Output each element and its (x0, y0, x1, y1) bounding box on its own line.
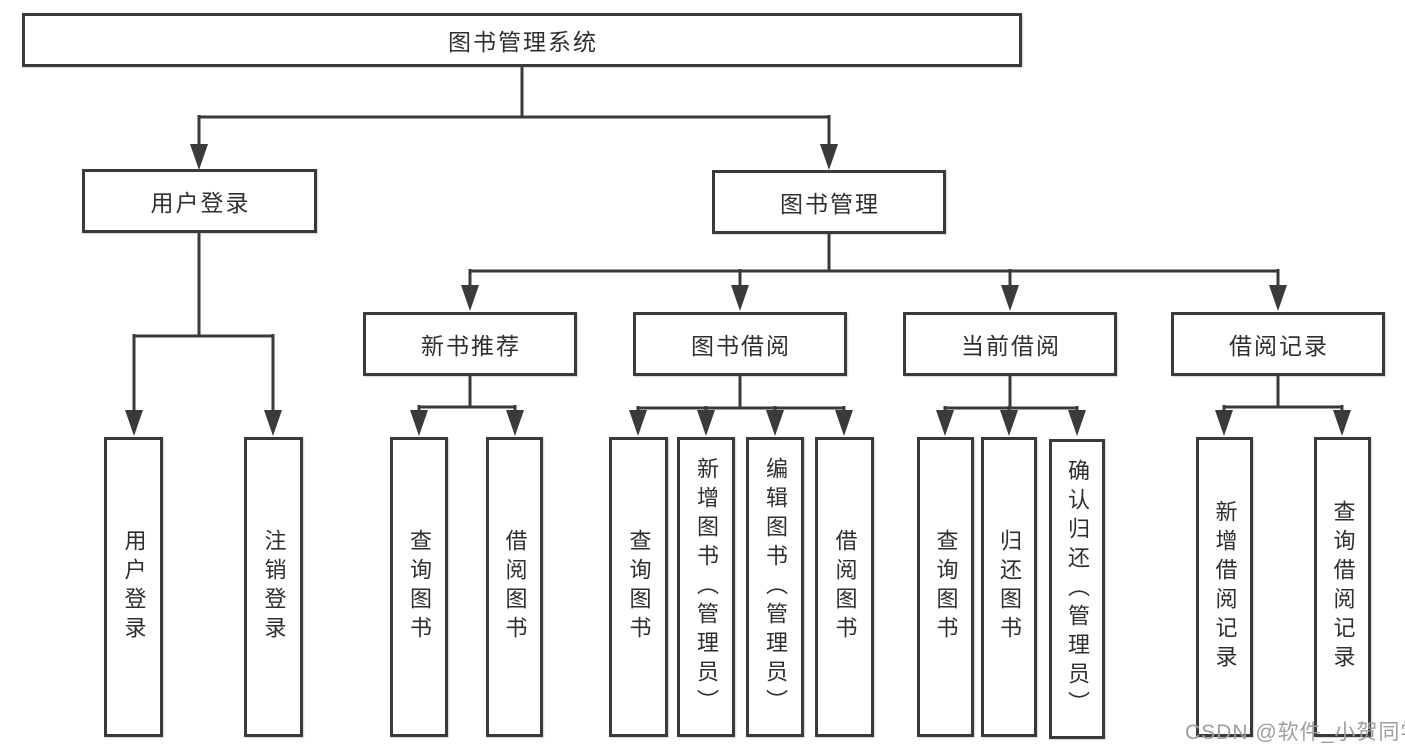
node-book-management: 图书管理 (712, 170, 946, 234)
leaf-records-add: 新增借阅记录 (1196, 437, 1253, 737)
leaf-borrow-borrow: 借阅图书 (815, 437, 874, 737)
leaf-borrow-add-admin: 新增图书（管理员） (677, 437, 735, 737)
leaf-logout: 注销登录 (244, 437, 303, 737)
node-new-book-recommend: 新书推荐 (363, 312, 577, 376)
leaf-current-query: 查询图书 (917, 437, 974, 737)
leaf-current-confirm-admin: 确认归还（管理员） (1049, 439, 1105, 739)
node-borrow-records: 借阅记录 (1171, 312, 1385, 376)
leaf-current-return: 归还图书 (981, 437, 1037, 737)
node-current-borrow: 当前借阅 (903, 312, 1117, 376)
node-book-borrow: 图书借阅 (633, 312, 847, 376)
leaf-borrow-edit-admin: 编辑图书（管理员） (746, 437, 804, 737)
node-library-system: 图书管理系统 (22, 13, 1022, 67)
node-user-login: 用户登录 (82, 169, 317, 233)
csdn-watermark: CSDN @软件_小贺同学 (1185, 721, 1405, 744)
leaf-user-login: 用户登录 (104, 437, 163, 737)
leaf-records-query: 查询借阅记录 (1314, 437, 1371, 737)
connector-lines (132, 67, 1344, 412)
leaf-newbooks-borrow: 借阅图书 (486, 437, 543, 737)
leaf-borrow-query: 查询图书 (609, 437, 668, 737)
leaf-newbooks-query: 查询图书 (390, 437, 448, 737)
